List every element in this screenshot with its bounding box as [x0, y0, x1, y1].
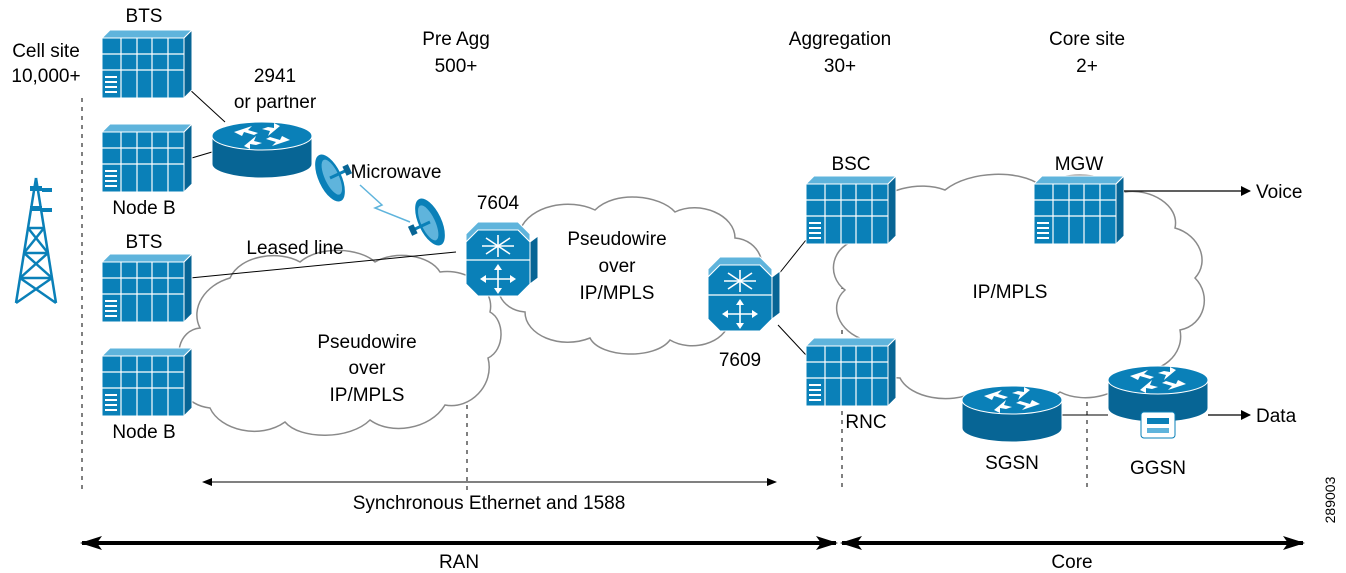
cloud-mid-line1: Pseudowire — [567, 229, 666, 250]
tier-core-site-label: Core site — [1049, 29, 1125, 50]
bsc-icon — [805, 175, 897, 245]
mgw-label: MGW — [1055, 154, 1104, 175]
ran-label: RAN — [439, 552, 479, 573]
tier-aggregation-label: Aggregation — [789, 29, 891, 50]
tier-aggregation-count: 30+ — [824, 56, 856, 77]
cell-tower-icon — [14, 177, 58, 305]
leased-line-label: Leased line — [246, 238, 343, 259]
tier-pre-agg-label: Pre Agg — [422, 29, 490, 50]
ggsn-icon — [1107, 365, 1209, 439]
router-2941-label: 2941 — [254, 66, 296, 87]
sync-label: Synchronous Ethernet and 1588 — [353, 493, 626, 514]
core-label: Core — [1051, 552, 1092, 573]
microwave-beam — [359, 184, 411, 223]
router-7604-icon — [465, 221, 539, 297]
tier-cell-site-label: Cell site — [12, 41, 80, 62]
figure-id: 289003 — [1322, 476, 1338, 523]
links — [184, 87, 1108, 416]
tier-pre-agg-count: 500+ — [435, 56, 478, 77]
data-label: Data — [1256, 406, 1297, 427]
router-2941-sublabel: or partner — [234, 92, 317, 113]
ggsn-label: GGSN — [1130, 458, 1186, 479]
microwave-dish-bottom-icon — [397, 191, 454, 257]
cloud-left-line3: IP/MPLS — [330, 385, 405, 406]
cloud-mid-line2: over — [599, 256, 637, 277]
cloud-left-line2: over — [349, 358, 387, 379]
sgsn-label: SGSN — [985, 453, 1039, 474]
rnc-label: RNC — [845, 412, 886, 433]
voice-label: Voice — [1256, 182, 1302, 203]
bts-bottom-icon — [101, 253, 193, 323]
router-7604-label: 7604 — [477, 193, 520, 214]
bts-top-icon — [101, 29, 193, 99]
bts-top-label: BTS — [126, 6, 163, 27]
microwave-label: Microwave — [351, 162, 442, 183]
router-7609-icon — [707, 256, 781, 332]
cloud-core-label: IP/MPLS — [973, 282, 1048, 303]
node-b-bottom-icon — [101, 347, 193, 417]
bts-bottom-label: BTS — [126, 232, 163, 253]
router-7609-label: 7609 — [719, 350, 761, 371]
rnc-icon — [805, 337, 897, 407]
cloud-left-line1: Pseudowire — [317, 332, 416, 353]
router-2941-icon — [211, 121, 313, 179]
mgw-icon — [1033, 175, 1125, 245]
tier-cell-site-count: 10,000+ — [11, 66, 80, 87]
bsc-label: BSC — [831, 154, 870, 175]
link-7609-rnc — [777, 324, 807, 356]
node-b-top-label: Node B — [112, 198, 175, 219]
link-7609-bsc — [777, 239, 807, 276]
cloud-mid-line3: IP/MPLS — [580, 283, 655, 304]
tier-core-site-count: 2+ — [1076, 56, 1098, 77]
link-leased-line — [189, 251, 457, 279]
node-b-top-icon — [101, 123, 193, 193]
node-b-bottom-label: Node B — [112, 422, 175, 443]
sgsn-icon — [961, 385, 1063, 443]
link-bts-top-2941 — [187, 87, 226, 123]
